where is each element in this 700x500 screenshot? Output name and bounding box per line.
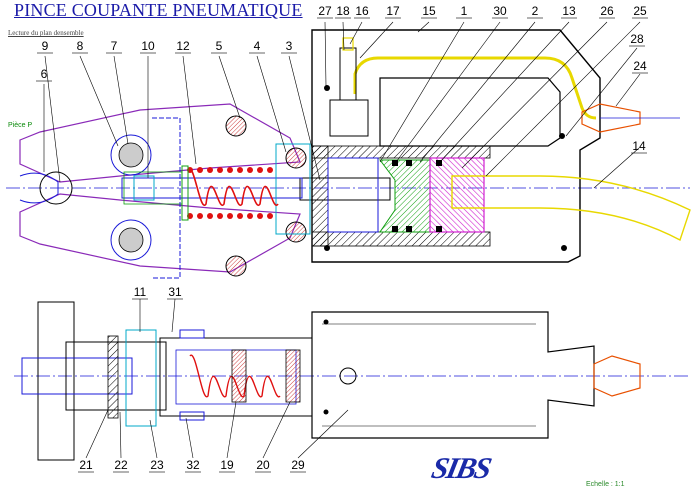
guide-bracket (152, 117, 181, 279)
top-section-view (6, 29, 691, 279)
callout-number: 23 (150, 458, 164, 472)
spring-coils (187, 167, 273, 219)
bottom-plan-view (14, 301, 690, 461)
workpiece (39, 171, 73, 205)
company-logo: SIBS (428, 452, 493, 485)
air-hose (451, 175, 691, 242)
bottom-leaders (85, 298, 349, 459)
seal (436, 160, 442, 166)
air-fitting (581, 103, 641, 133)
green-slide (123, 171, 183, 205)
scale-label: Echelle : 1:1 (586, 481, 625, 488)
drawing-title: PINCE COUPANTE PNEUMATIQUE (14, 0, 303, 20)
pivot-pin (110, 134, 152, 176)
callout-number: 13 (562, 4, 576, 18)
pivot-pin (110, 219, 152, 261)
callout-number: 19 (220, 458, 234, 472)
green-washer (181, 165, 189, 221)
piston-seal-part (379, 159, 431, 233)
callout-number: 4 (254, 39, 261, 53)
body-frame (311, 29, 601, 263)
bottom-fitting (593, 355, 641, 397)
callout-number: 2 (532, 4, 539, 18)
screw-dot (324, 245, 330, 251)
seal (406, 226, 412, 232)
jaw-tip (19, 172, 59, 204)
pivot-hole (339, 367, 357, 385)
callout-number: 24 (633, 59, 647, 73)
lever-vertical (37, 301, 75, 461)
screw-dot (323, 409, 329, 415)
pivot-pin (118, 142, 144, 168)
push-rod (121, 177, 303, 199)
callout-number: 6 (41, 67, 48, 81)
piece-label: Pièce P (8, 122, 33, 129)
screw-dot (561, 245, 567, 251)
callout-number: 16 (355, 4, 369, 18)
callout-number: 18 (336, 4, 350, 18)
cyan-insert (133, 175, 155, 201)
piston-body (327, 157, 379, 233)
callout-number: 14 (632, 139, 646, 153)
valve-body (329, 99, 369, 137)
callout-number: 5 (216, 39, 223, 53)
callout-number: 28 (630, 32, 644, 46)
seal (436, 226, 442, 232)
callout-number: 22 (114, 458, 128, 472)
cyan-washer (125, 329, 157, 427)
cylinder-wall-bottom (311, 231, 491, 247)
end-cap (429, 157, 485, 233)
callout-number: 30 (493, 4, 507, 18)
seal (392, 160, 398, 166)
callout-number: 32 (186, 458, 200, 472)
axis-bolt (107, 335, 119, 419)
callout-number: 12 (176, 39, 190, 53)
cylinder-head-left (311, 145, 329, 247)
piston-rod (299, 177, 391, 201)
return-spring (187, 168, 279, 207)
callout-number: 20 (256, 458, 270, 472)
valve-stem (339, 47, 357, 101)
link-pins (225, 115, 307, 277)
callout-number: 27 (318, 4, 332, 18)
screw-dot (559, 133, 565, 139)
callout-number: 1 (461, 4, 468, 18)
callout-number: 9 (42, 39, 49, 53)
callout-number: 15 (422, 4, 436, 18)
callout-number: 7 (111, 39, 118, 53)
bolts (179, 329, 301, 421)
drawing-subtitle: Lecture du plan densemble (8, 29, 84, 37)
callout-number: 10 (141, 39, 155, 53)
callout-number: 31 (168, 285, 182, 299)
callout-number: 21 (79, 458, 93, 472)
callout-number: 11 (134, 285, 147, 299)
top-leaders (43, 21, 641, 189)
cylinder-wall-top (311, 145, 491, 159)
callout-number: 29 (291, 458, 305, 472)
valve-cap (342, 37, 354, 51)
screw-dot (324, 85, 330, 91)
callout-number: 26 (600, 4, 614, 18)
seal (406, 160, 412, 166)
cylinder-body (311, 311, 595, 439)
screw-dot (323, 319, 329, 325)
pivot-pin (118, 227, 144, 253)
jaw-bar (21, 357, 133, 395)
callout-number: 17 (386, 4, 400, 18)
seal (392, 226, 398, 232)
callout-number: 25 (633, 4, 647, 18)
callout-labels: 27 18 16 17 15 1 30 2 13 26 25 28 24 9 8 7 10 12 5 4 3 6 14 11 3… (36, 4, 648, 473)
air-tube (353, 56, 597, 120)
cyan-block (275, 143, 311, 235)
callout-number: 3 (286, 39, 293, 53)
callout-number: 8 (77, 39, 84, 53)
lower-jaw (19, 193, 301, 273)
body-inner-handle (379, 77, 561, 147)
